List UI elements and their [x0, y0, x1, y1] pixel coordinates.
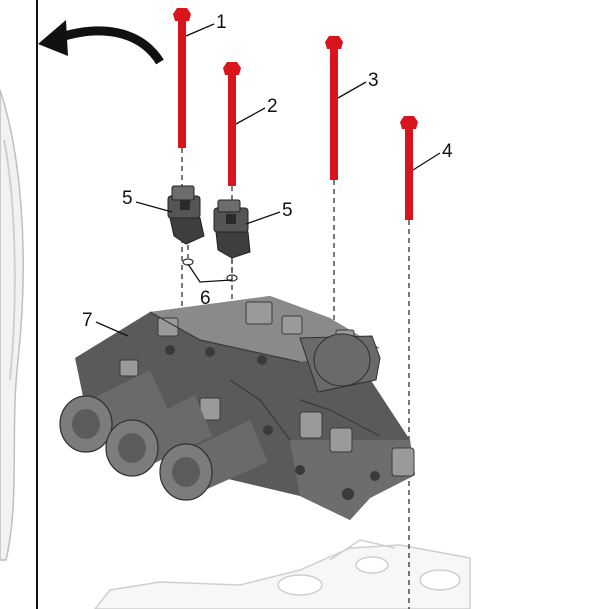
- valve-body: [59, 296, 415, 520]
- bolt-2: [223, 62, 241, 186]
- bolt-3: [325, 36, 343, 180]
- bolt-1: [173, 8, 191, 148]
- callout-valve-body: 7: [82, 310, 93, 331]
- solenoid-left: [167, 185, 205, 245]
- callout-bolt-1: 1: [216, 12, 227, 33]
- solenoid-cylinder-2: [105, 395, 212, 477]
- solenoid-cylinder-1: [59, 370, 168, 453]
- callout-bolt-4: 4: [442, 141, 453, 162]
- callout-bolt-2: 2: [267, 96, 278, 117]
- callout-solenoid-right: 5: [282, 200, 293, 221]
- lower-housing-ghost: [94, 539, 471, 609]
- left-context-panel: [0, 0, 38, 609]
- direction-arrow: [38, 20, 164, 65]
- leader-lines: [95, 23, 441, 337]
- callout-bolt-3: 3: [368, 70, 379, 91]
- o-rings: [182, 258, 238, 282]
- bolt-4: [400, 116, 418, 220]
- solenoid-right: [213, 199, 251, 259]
- solenoid-cylinder-3: [159, 420, 268, 501]
- callout-o-rings: 6: [200, 288, 211, 309]
- callout-solenoid-left: 5: [122, 188, 133, 209]
